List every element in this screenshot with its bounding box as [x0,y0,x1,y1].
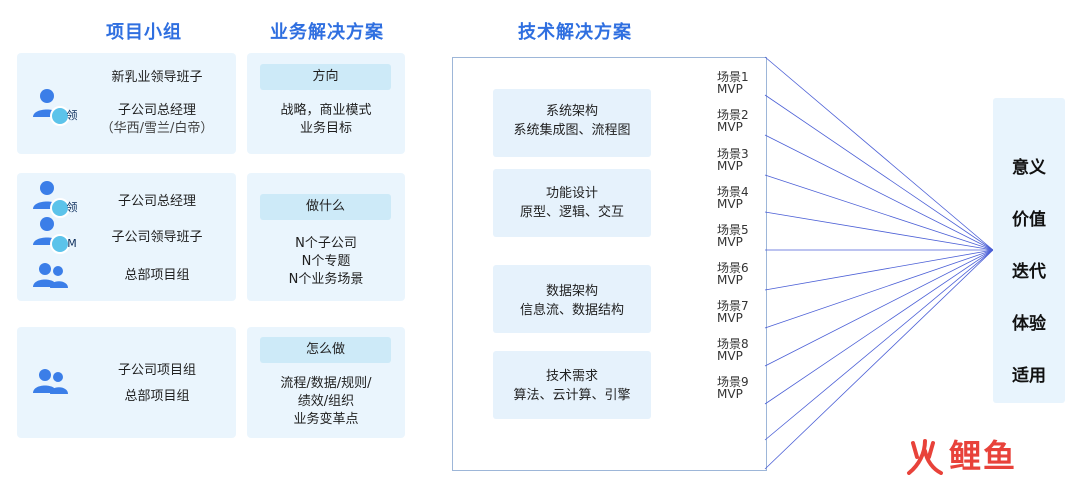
how-tag: 怎么做 [260,337,391,363]
business-desc: 绩效/组织 [297,394,355,409]
tech-item-sub: 算法、云计算、引擎 [513,388,631,403]
business-desc: 流程/数据/规则/ [280,376,372,391]
value-word: 价值 [1012,210,1046,230]
value-word: 意义 [1012,158,1046,178]
project-group-panel-2: 领 M 子公司总经理 子公司领导班子 总部项目组 [17,173,236,301]
tech-item-title: 系统架构 [545,104,598,119]
group-label: 新乳业领导班子 [111,70,203,85]
scene-name: 场景1 [717,70,749,84]
business-desc: 战略，商业模式 [280,103,372,118]
scene-mvp: MVP [717,273,743,287]
value-word: 迭代 [1012,262,1046,282]
business-desc: N个子公司 [295,236,357,251]
business-desc: 业务变革点 [293,412,359,427]
scene-mvp: MVP [717,120,743,134]
what-tag: 做什么 [260,194,391,220]
business-panel-1: 方向 战略，商业模式 业务目标 [247,53,405,154]
leader-badge: 领 [66,201,78,214]
project-group-panel-1: 领 新乳业领导班子 子公司总经理 （华西/雪兰/白帝） [17,53,236,154]
value-word: 适用 [1012,366,1046,386]
tech-item-data-architecture: 数据架构 信息流、数据结构 [493,265,651,333]
group-label: 总部项目组 [124,389,190,404]
group-label: 子公司项目组 [117,363,196,378]
team-icon [33,369,68,394]
scene-mvp: MVP [717,387,743,401]
group-label: 总部项目组 [124,268,190,283]
team-icon [33,263,68,288]
header-project-group: 项目小组 [106,22,182,43]
scene-name: 场景2 [717,108,749,122]
values-panel: 意义 价值 迭代 体验 适用 [993,98,1065,403]
leader-user-icon [33,89,70,126]
scene-mvp: MVP [717,159,743,173]
tech-item-sub: 系统集成图、流程图 [513,123,631,138]
scene-mvp: MVP [717,349,743,363]
value-word: 体验 [1012,314,1046,334]
business-desc: 业务目标 [299,121,352,136]
fire-logo-icon [907,439,943,475]
tech-item-system-architecture: 系统架构 系统集成图、流程图 [493,89,651,157]
tech-item-title: 功能设计 [545,186,598,201]
scene-name: 场景8 [717,337,749,351]
tech-item-tech-requirements: 技术需求 算法、云计算、引擎 [493,351,651,419]
scene-name: 场景3 [717,147,749,161]
scene-mvp: MVP [717,311,743,325]
business-panel-3: 怎么做 流程/数据/规则/ 绩效/组织 业务变革点 [247,327,405,438]
project-group-panel-3: 子公司项目组 总部项目组 [17,327,236,438]
manager-badge: M [67,237,77,250]
manager-user-icon [33,217,70,254]
logo-text: 鲤鱼 [949,437,1018,475]
header-business-solution: 业务解决方案 [270,22,384,43]
scene-name: 场景7 [717,299,749,313]
business-desc: N个专题 [301,254,351,269]
group-label: 子公司总经理 [117,194,196,209]
leader-user-icon [33,181,70,218]
tech-item-function-design: 功能设计 原型、逻辑、交互 [493,169,651,237]
scene-mvp: MVP [717,82,743,96]
scene-mvp: MVP [717,235,743,249]
scene-mvp: MVP [717,197,743,211]
scene-name: 场景5 [717,223,749,237]
group-sublabel: （华西/雪兰/白帝） [100,121,214,136]
scene-name: 场景9 [717,375,749,389]
brand-logo: 鲤鱼 [905,437,1065,477]
header-tech-solution: 技术解决方案 [518,22,632,43]
tech-item-sub: 原型、逻辑、交互 [519,205,624,220]
business-panel-2: 做什么 N个子公司 N个专题 N个业务场景 [247,173,405,301]
direction-tag: 方向 [260,64,391,90]
group-label: 子公司总经理 [117,103,196,118]
business-desc: N个业务场景 [288,272,364,287]
scene-name: 场景6 [717,261,749,275]
tech-item-sub: 信息流、数据结构 [519,303,624,318]
tech-item-title: 数据架构 [545,284,598,299]
scene-name: 场景4 [717,185,749,199]
tech-item-title: 技术需求 [545,369,598,384]
group-label: 子公司领导班子 [111,230,203,245]
leader-badge: 领 [66,109,78,122]
